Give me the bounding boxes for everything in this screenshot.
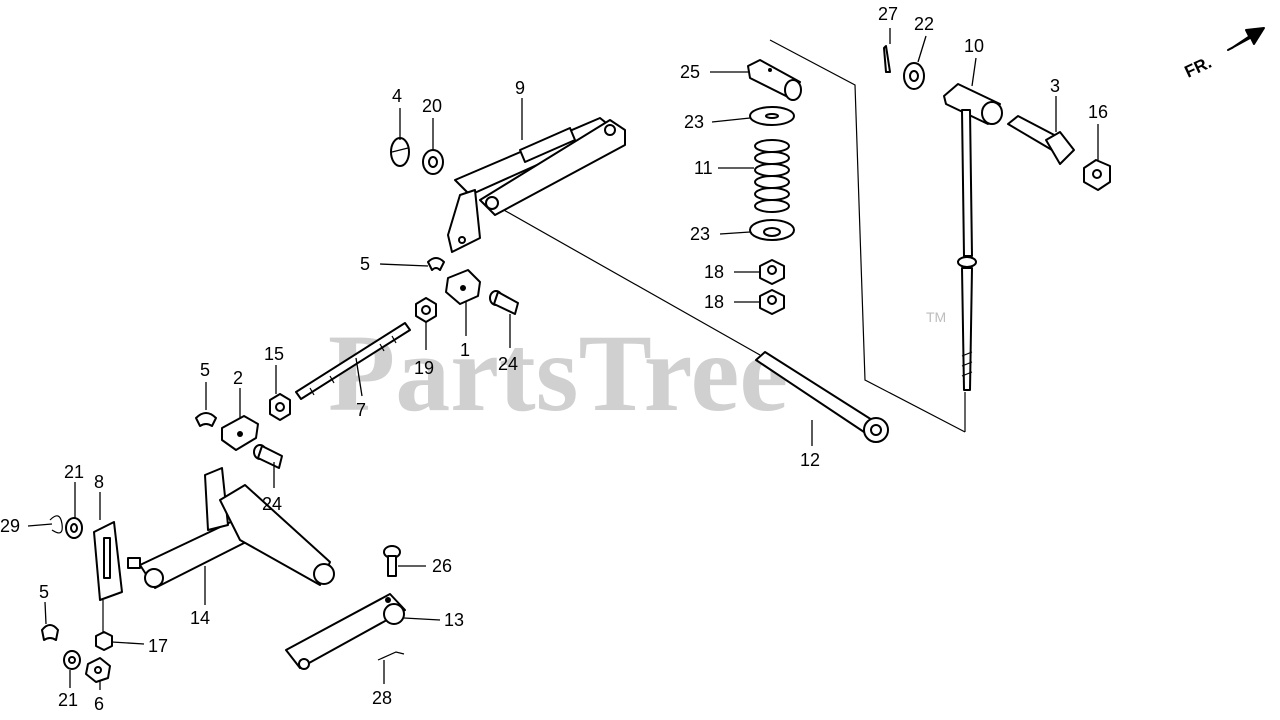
- assembly-reference-line: [769, 39, 966, 433]
- callout-21-lower: 21: [58, 690, 78, 710]
- callout-9: 9: [515, 78, 525, 98]
- callout-23-lower: 23: [690, 224, 710, 244]
- callout-29: 29: [0, 516, 20, 536]
- part-18-nut-upper: [759, 259, 785, 285]
- part-2-joint: [221, 415, 259, 451]
- watermark-trademark: TM: [926, 309, 946, 325]
- part-24-pin-lower: [253, 444, 283, 469]
- part-5-clip-lower: [41, 624, 59, 641]
- callout-24-upper: 24: [498, 354, 518, 374]
- callout-14: 14: [190, 608, 210, 628]
- callout-22: 22: [914, 14, 934, 34]
- callout-11: 11: [694, 158, 713, 178]
- callout-6: 6: [94, 694, 104, 714]
- part-29-spring-clip: [49, 515, 63, 534]
- callout-20: 20: [422, 96, 442, 116]
- callout-5-upper: 5: [360, 254, 370, 274]
- assembly-reference-line-2: [494, 204, 761, 356]
- part-20-washer: [422, 149, 444, 175]
- part-27-cotter-pin: [883, 45, 891, 73]
- callout-26: 26: [432, 556, 452, 576]
- callout-15: 15: [264, 344, 284, 364]
- part-24-pin-upper: [489, 290, 519, 315]
- part-5-clip-middle: [195, 412, 217, 427]
- callout-7: 7: [356, 400, 366, 420]
- callout-8: 8: [94, 472, 104, 492]
- callout-17: 17: [148, 636, 168, 656]
- callout-3: 3: [1050, 76, 1060, 96]
- callout-23-upper: 23: [684, 112, 704, 132]
- part-7-threaded-rod: [295, 322, 411, 400]
- part-11-spring: [754, 139, 790, 213]
- callout-5-middle: 5: [200, 360, 210, 380]
- callout-21-upper: 21: [64, 462, 84, 482]
- callout-28: 28: [372, 688, 392, 708]
- part-1-joint: [445, 269, 481, 305]
- part-17-nut: [95, 631, 113, 651]
- callout-5-lower: 5: [39, 582, 49, 602]
- part-5-clip-upper: [427, 257, 445, 271]
- part-22-washer: [903, 62, 925, 90]
- part-23-spring-seat-upper: [749, 106, 795, 126]
- part-19-nut: [415, 297, 437, 323]
- part-6-bolt: [85, 657, 111, 683]
- part-13-arm: [285, 593, 406, 670]
- callout-2: 2: [233, 368, 243, 388]
- front-direction-arrow-icon: [1227, 27, 1265, 51]
- part-18-nut-lower: [759, 289, 785, 315]
- part-23-spring-seat-lower: [749, 219, 795, 241]
- part-16-nut: [1083, 159, 1111, 191]
- callout-25: 25: [680, 62, 700, 82]
- callout-10: 10: [964, 36, 984, 56]
- part-9-lever-arm: [447, 117, 626, 253]
- part-3-bolt: [1007, 115, 1075, 165]
- part-4-clip: [390, 137, 410, 167]
- part-21-washer-lower: [63, 650, 81, 670]
- part-15-nut: [269, 393, 291, 421]
- callout-18-upper: 18: [704, 262, 724, 282]
- part-28-spring-pin: [377, 651, 405, 661]
- callout-1: 1: [460, 340, 470, 360]
- callout-24-lower: 24: [262, 494, 282, 514]
- part-12-shaft: [755, 351, 889, 443]
- part-21-washer-upper: [65, 517, 83, 539]
- callout-18-lower: 18: [704, 292, 724, 312]
- callout-12: 12: [800, 450, 820, 470]
- front-direction-label: FR.: [1182, 53, 1215, 82]
- part-25-collar: [747, 59, 802, 101]
- callout-13: 13: [444, 610, 464, 630]
- callout-27: 27: [878, 4, 898, 24]
- callout-4: 4: [392, 86, 402, 106]
- leader-lines: [27, 28, 1099, 690]
- callout-19: 19: [414, 358, 434, 378]
- part-14-bracket-arm: [127, 467, 335, 589]
- part-10-pivot-rod: [943, 83, 1003, 391]
- callout-labels: 4 20 9 5 1 19 24 7 15 5 2 24 21 8 29 14 …: [0, 4, 1108, 714]
- callout-16: 16: [1088, 102, 1108, 122]
- part-26-pin: [383, 545, 401, 577]
- part-8-adjuster-plate: [93, 521, 123, 632]
